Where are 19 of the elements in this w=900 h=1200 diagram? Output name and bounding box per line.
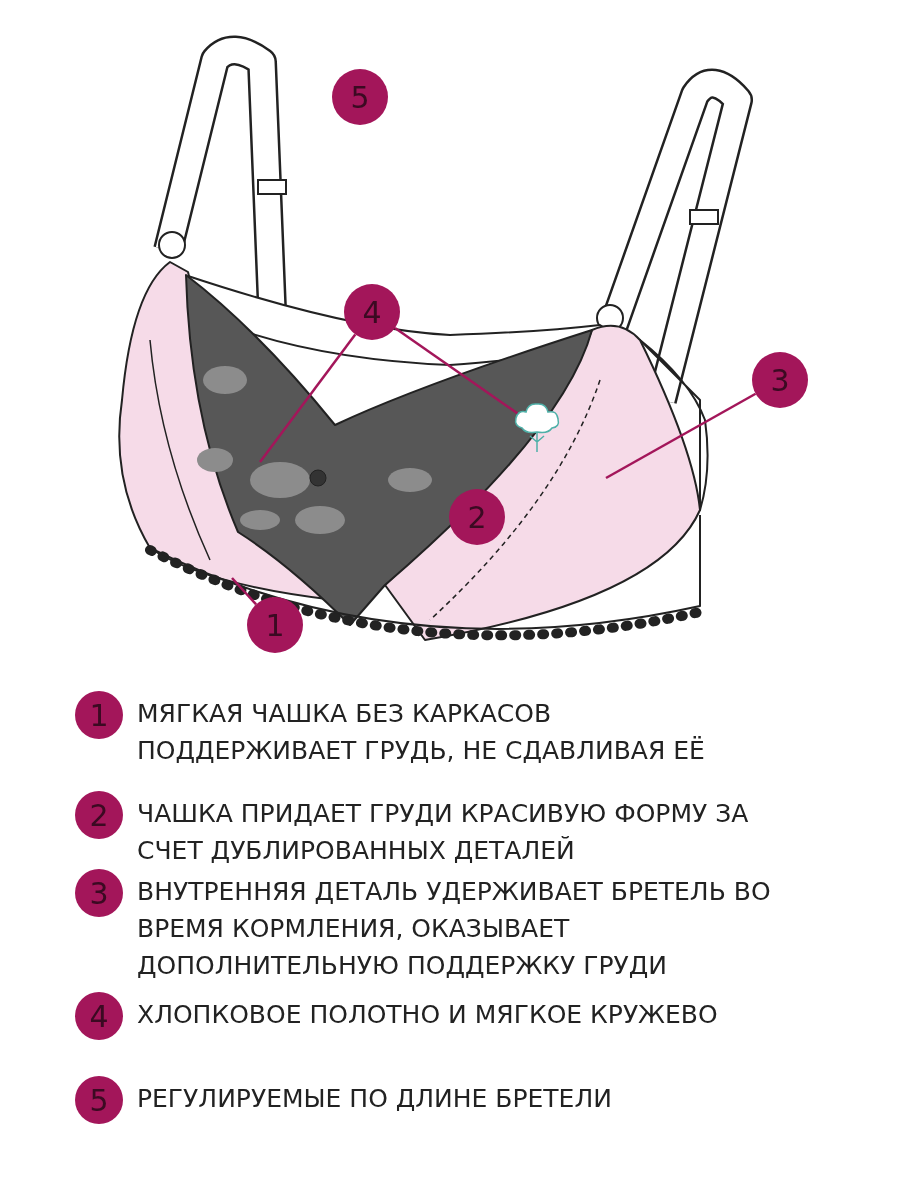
callout-number: 3	[752, 352, 808, 408]
feature-description: МЯГКАЯ ЧАШКА БЕЗ КАРКАСОВ ПОДДЕРЖИВАЕТ ГРУДЬ, НЕ СДАВЛИВАЯ ЕЁ	[137, 698, 706, 767]
callout-number: 1	[75, 691, 123, 739]
callout-number: 5	[75, 1076, 123, 1124]
leader-line	[231, 577, 258, 606]
callout-number: 1	[247, 597, 303, 653]
callout-number: 5	[332, 69, 388, 125]
feature-description: РЕГУЛИРУЕМЫЕ ПО ДЛИНЕ БРЕТЕЛИ	[137, 1083, 613, 1115]
leader-line	[394, 327, 519, 415]
leader-line	[259, 333, 357, 463]
feature-description: ЧАШКА ПРИДАЕТ ГРУДИ КРАСИВУЮ ФОРМУ ЗА СЧЕТ ДУБЛИРОВАННЫХ ДЕТАЛЕЙ	[137, 798, 750, 867]
callout-number: 4	[344, 284, 400, 340]
cotton-icon	[512, 400, 562, 454]
callout-number: 4	[75, 992, 123, 1040]
feature-description: ХЛОПКОВОЕ ПОЛОТНО И МЯГКОЕ КРУЖЕВО	[137, 999, 719, 1031]
callout-number: 2	[75, 791, 123, 839]
callout-number: 3	[75, 869, 123, 917]
leader-line	[605, 392, 757, 480]
feature-description: ВНУТРЕННЯЯ ДЕТАЛЬ УДЕРЖИВАЕТ БРЕТЕЛЬ ВО ВРЕМЯ КОРМЛЕНИЯ, ОКАЗЫВАЕТ ДОПОЛНИТЕЛЬНУЮ ПОДДЕРЖКУ ГРУДИ	[137, 876, 772, 982]
